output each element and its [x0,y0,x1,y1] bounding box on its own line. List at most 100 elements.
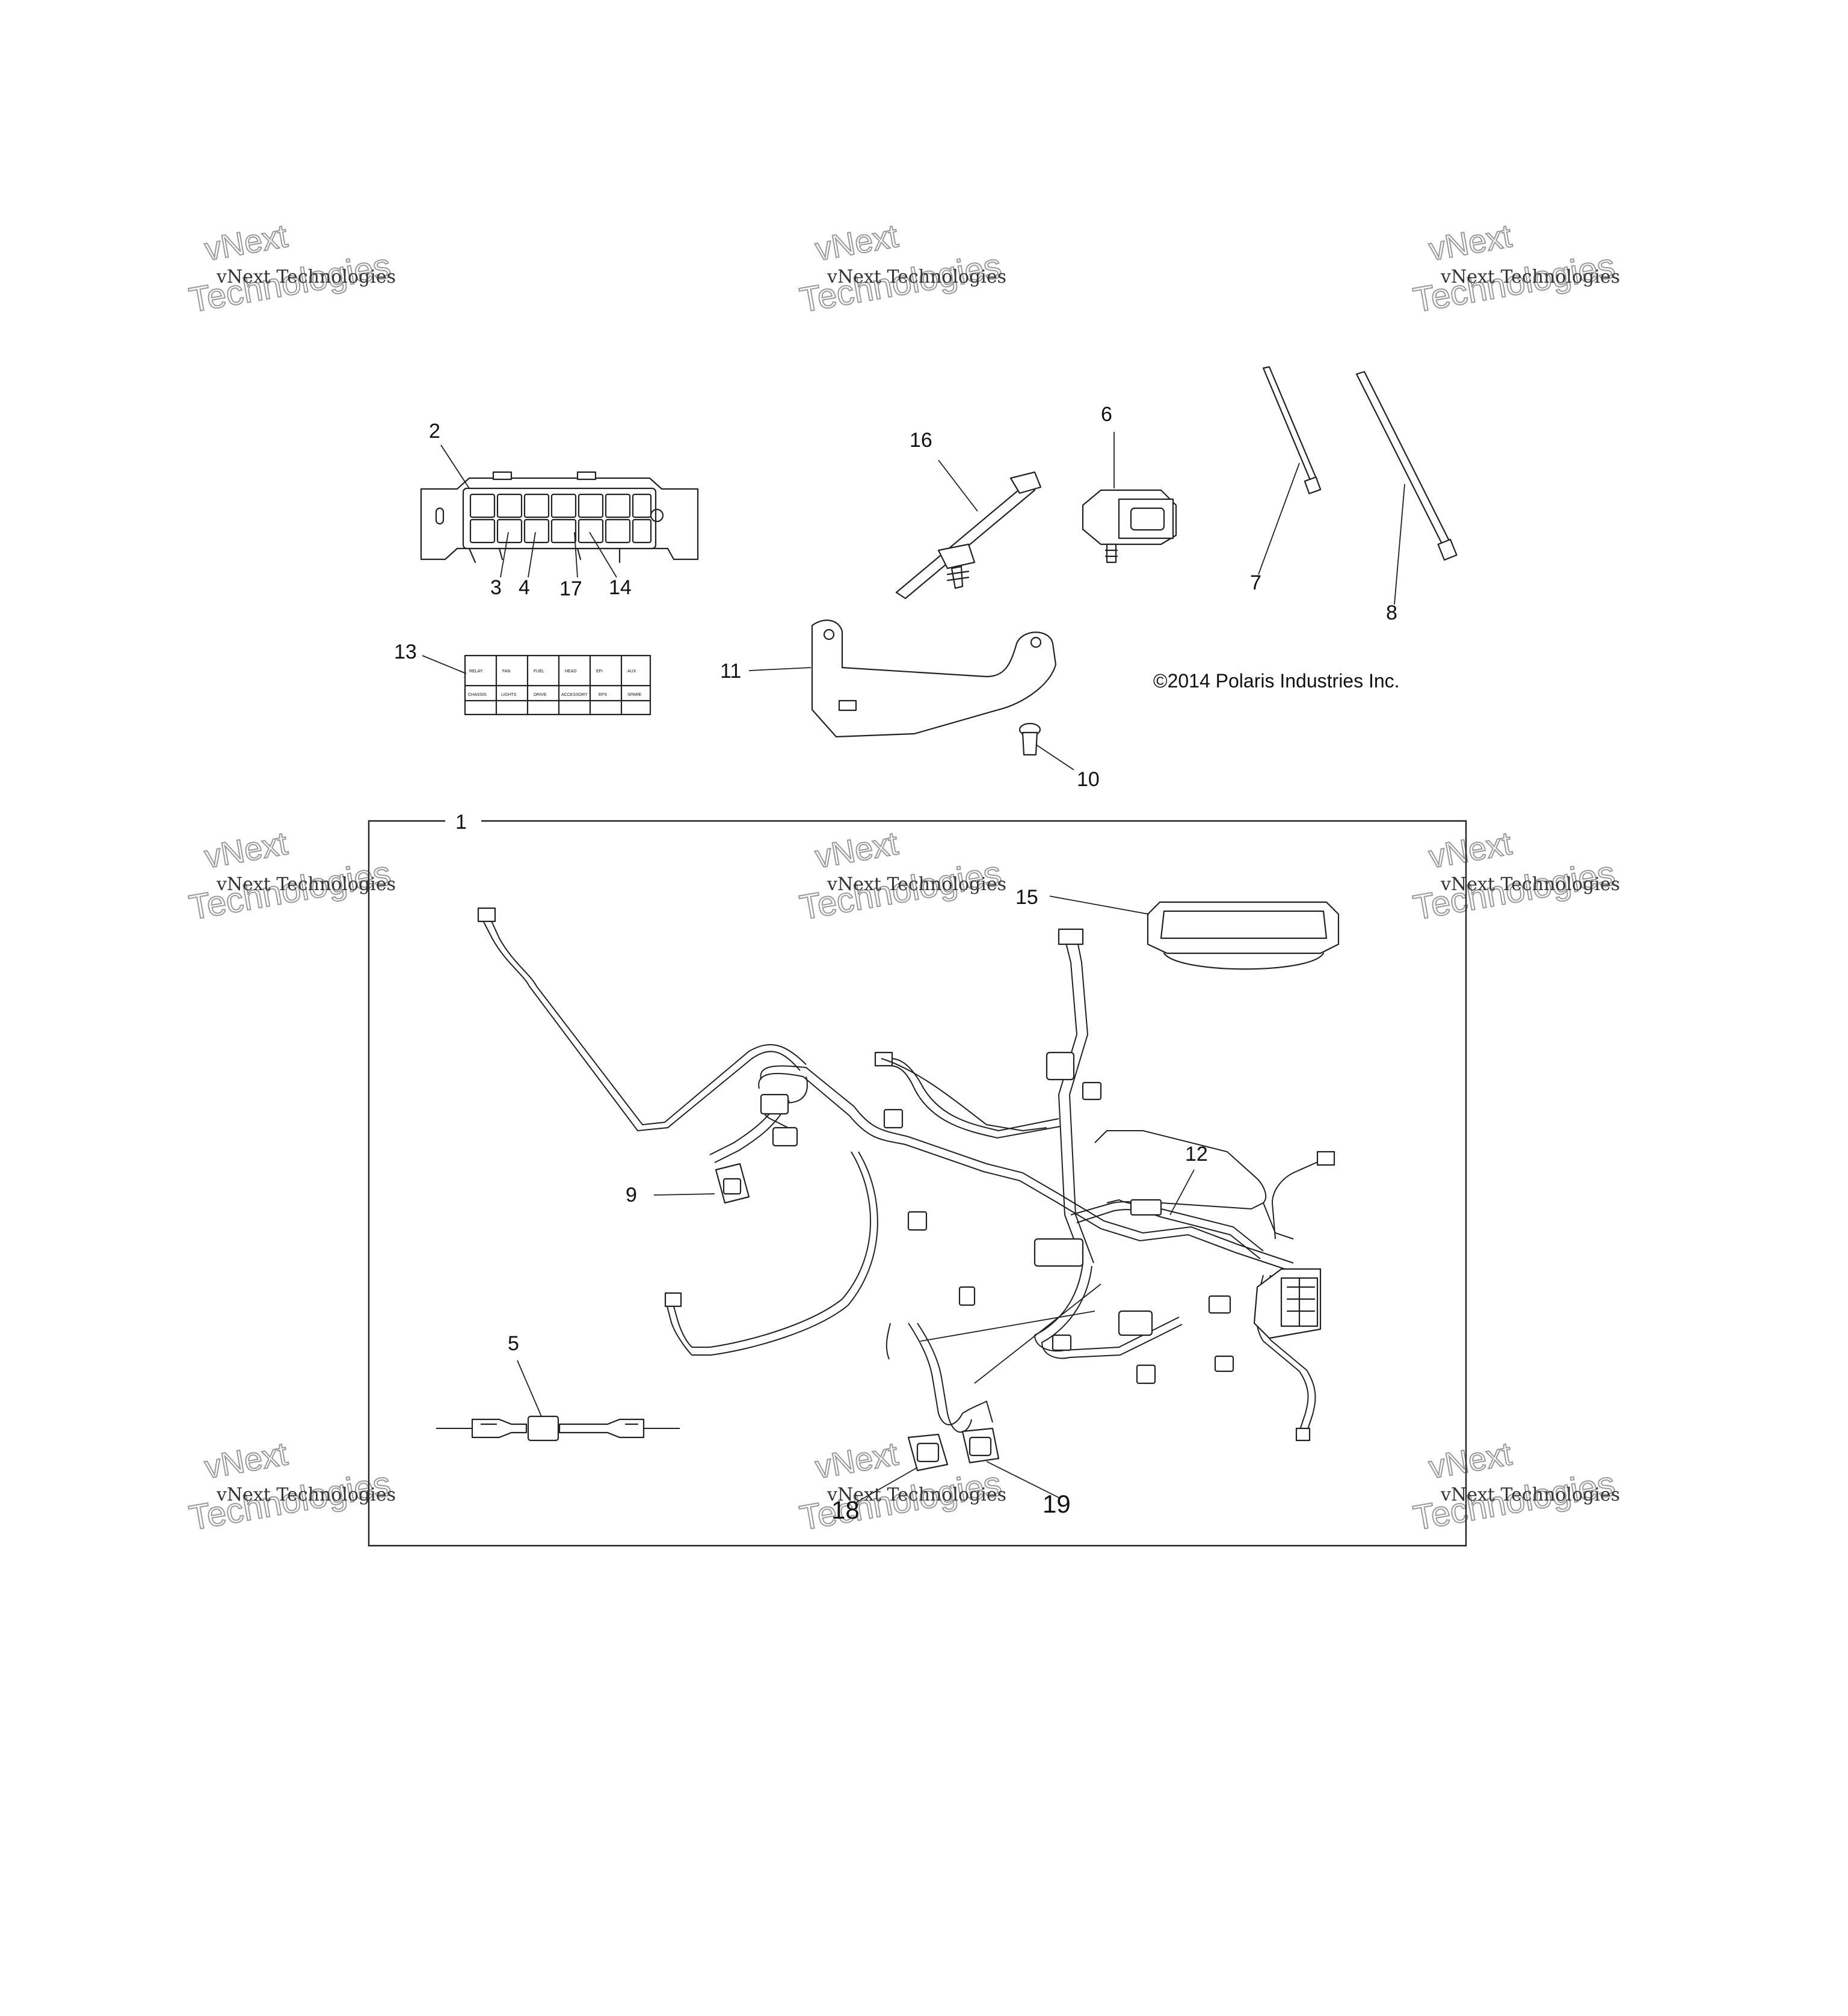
callout-17: 17 [559,577,582,600]
mounting-bracket [811,619,1057,738]
connector-end [477,907,496,923]
connector [907,1211,928,1231]
svg-text:RELAY: RELAY [469,669,483,674]
connector-18 [907,1433,949,1472]
callout-15: 15 [1015,886,1038,909]
connector [760,1093,789,1115]
watermark-text: vNext Technologies [827,874,1006,895]
leader-18 [854,1467,918,1504]
svg-text:ACCESSORY: ACCESSORY [561,693,588,697]
callout-6: 6 [1101,403,1112,426]
watermark-mid-center: vNext Technologies vNext Technologies [796,825,1006,928]
callout-2: 2 [429,420,440,443]
watermark-text: vNext Technologies [216,874,396,895]
svg-text:CHASSIS: CHASSIS [468,693,487,697]
leader-16 [938,459,978,512]
leader-3 [500,532,509,578]
svg-text:AUX: AUX [627,669,636,674]
svg-text:DRIVE: DRIVE [534,693,547,697]
watermark-vnext: vNext [1426,1436,1514,1486]
connector [1208,1295,1231,1314]
watermark-vnext: vNext [1426,218,1514,268]
watermark-top-center: vNext Technologies vNext Technologies [796,217,1006,321]
copyright-text: ©2014 Polaris Industries Inc. [1153,670,1400,692]
callout-16: 16 [910,429,932,452]
fuse-label-decal: RELAY FAN FUEL HEAD EFI AUX CHASSIS LIGH… [464,654,651,716]
connector-part-6 [1082,489,1177,564]
leader-12 [1169,1169,1195,1215]
leader-11 [748,667,812,671]
watermark-vnext: vNext [202,218,290,268]
leader-10 [1035,744,1074,770]
connector [1046,1051,1075,1081]
watermark-top-left: vNext Technologies vNext Technologies [186,217,396,321]
svg-text:HEAD: HEAD [565,669,576,674]
callout-12: 12 [1185,1143,1208,1166]
harness-fuse-block [1253,1268,1322,1339]
connector [883,1108,904,1129]
leader-5 [517,1360,542,1417]
callout-5: 5 [508,1332,519,1355]
main-wiring-harness [477,907,1335,1442]
callout-13: 13 [394,641,417,663]
inline-fuse-holder [436,1415,680,1442]
callout-7: 7 [1250,571,1261,594]
watermark-bottom-right: vNext Technologies vNext Technologies [1410,1435,1620,1538]
switch-connector-9 [715,1163,750,1204]
leader-13 [422,655,467,674]
connector-end [1295,1427,1311,1442]
leader-9 [653,1193,715,1196]
push-rivet [1018,722,1041,756]
cable-tie-short [1262,366,1322,494]
leader-2 [440,444,470,489]
connector [1033,1238,1084,1267]
watermark-vnext: vNext [202,1436,290,1486]
watermark-text: vNext Technologies [827,266,1006,287]
svg-text:LIGHTS: LIGHTS [501,693,517,697]
watermark-vnext: vNext [1426,825,1514,875]
svg-text:EFI: EFI [596,669,603,674]
leader-18b [974,1283,1101,1384]
leader-7 [1258,463,1300,575]
connector [772,1126,798,1147]
callout-4: 4 [519,576,530,599]
connector-end [1316,1151,1335,1166]
leader-4 [528,532,536,578]
connector [1118,1310,1153,1336]
callout-3: 3 [490,576,502,599]
connector-end [1058,928,1084,945]
svg-text:FAN: FAN [502,669,511,674]
fuse-relay-box [420,471,699,564]
watermark-text: vNext Technologies [216,1484,396,1505]
leader-19 [986,1461,1059,1498]
watermark-text: vNext Technologies [216,266,396,287]
connector [958,1286,976,1306]
watermark-mid-left: vNext Technologies vNext Technologies [186,825,396,928]
svg-text:FUEL: FUEL [534,669,544,674]
watermark-vnext: vNext [202,825,290,875]
watermark-vnext: vNext [813,218,901,268]
fuse-box-cover [1147,901,1340,970]
harness-frame [368,820,1467,1547]
connector-end [664,1292,682,1308]
svg-text:SPARE: SPARE [627,693,642,697]
leader-8 [1394,484,1405,605]
leader-17 [574,532,578,578]
callout-1: 1 [455,811,467,834]
callout-8: 8 [1386,601,1397,624]
watermark-text: vNext Technologies [1440,266,1620,287]
callout-10: 10 [1077,768,1100,791]
watermark-vnext: vNext [813,825,901,875]
callout-11: 11 [720,660,741,683]
callout-18: 18 [831,1496,860,1524]
connector [1214,1355,1234,1372]
leader-15 [1049,896,1150,915]
connector [1052,1334,1072,1351]
watermark-top-right: vNext Technologies vNext Technologies [1410,217,1620,321]
connector-19 [961,1427,1000,1464]
svg-text:EPS: EPS [599,693,607,697]
connector [1130,1199,1162,1216]
callout-19: 19 [1043,1490,1071,1518]
watermark-text: vNext Technologies [1440,874,1620,895]
